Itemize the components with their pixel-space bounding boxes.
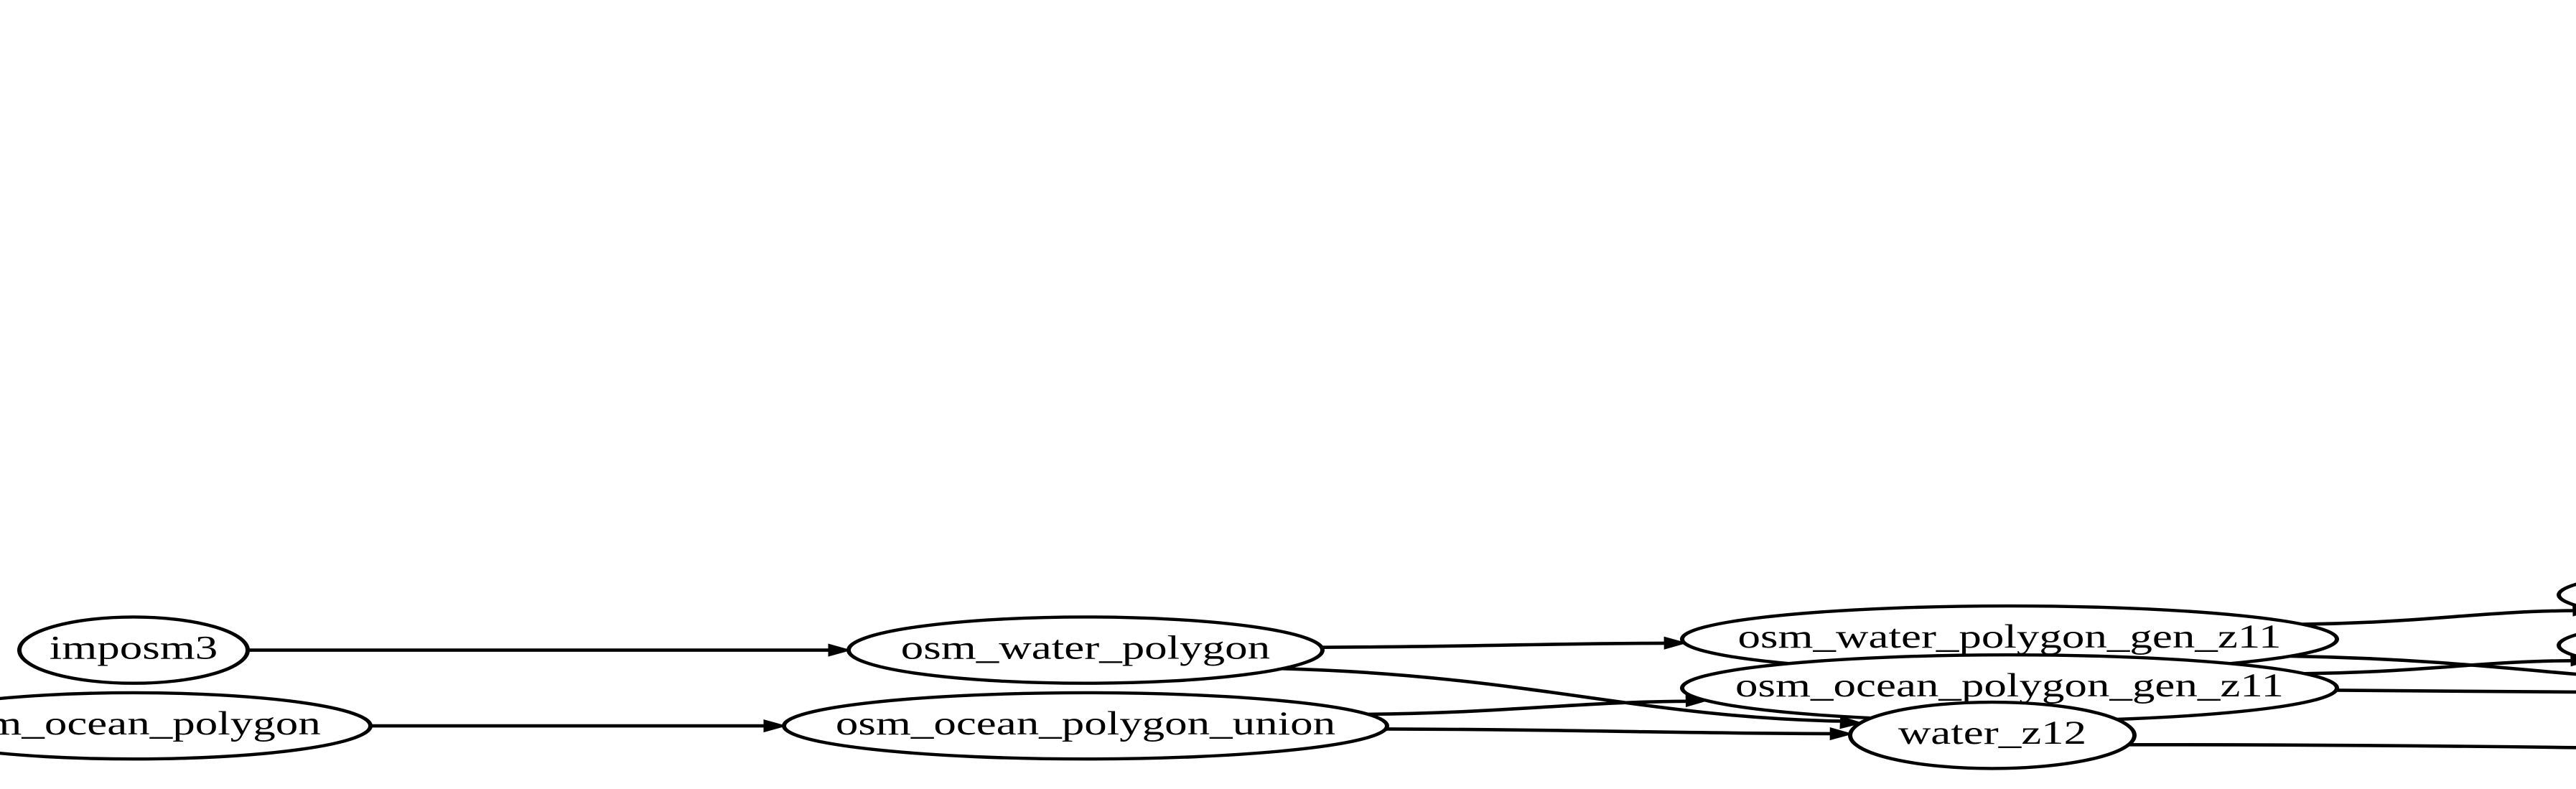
graph-node-osm_ocean_polygon_gen_z10[interactable]: osm_ocean_polygon_gen_z10 bbox=[2557, 612, 2576, 678]
node-shape bbox=[1848, 700, 2137, 770]
graph-edge-to-record bbox=[2128, 742, 2576, 750]
graph-node-osm_ocean_polygon[interactable]: osm_ocean_polygon bbox=[0, 691, 373, 761]
node-shape bbox=[782, 691, 1389, 761]
graph-edge bbox=[370, 719, 788, 733]
graph-edge bbox=[1386, 727, 1854, 741]
graph-node-water_z12[interactable]: water_z12 bbox=[1848, 700, 2137, 770]
graph-edge bbox=[1282, 667, 1864, 729]
graph-node-osm_water_polygon[interactable]: osm_water_polygon bbox=[846, 615, 1325, 685]
node-shape bbox=[2557, 632, 2576, 658]
node-shape bbox=[2557, 582, 2576, 607]
graph-node-osm_ocean_polygon_union[interactable]: osm_ocean_polygon_union bbox=[782, 691, 1389, 761]
graph-edge bbox=[248, 643, 852, 657]
graph-edge bbox=[2290, 654, 2576, 676]
graph-edge bbox=[1368, 694, 1709, 716]
edges-layer bbox=[248, 603, 2576, 750]
node-shape bbox=[846, 615, 1325, 685]
graph-node-imposm3[interactable]: imposm3 bbox=[17, 615, 250, 685]
graph-node-osm_water_polygon_gen_z10[interactable]: osm_water_polygon_gen_z10 bbox=[2557, 561, 2576, 627]
graph-edge bbox=[2335, 688, 2576, 694]
graph-edge bbox=[1321, 636, 1688, 650]
node-shape bbox=[17, 615, 250, 685]
graph-edge bbox=[2302, 603, 2576, 626]
nodes-layer: ne_110m_oceanne_110m_ocean_gen_z1ne_110m… bbox=[0, 561, 2576, 770]
node-shape bbox=[0, 691, 373, 761]
